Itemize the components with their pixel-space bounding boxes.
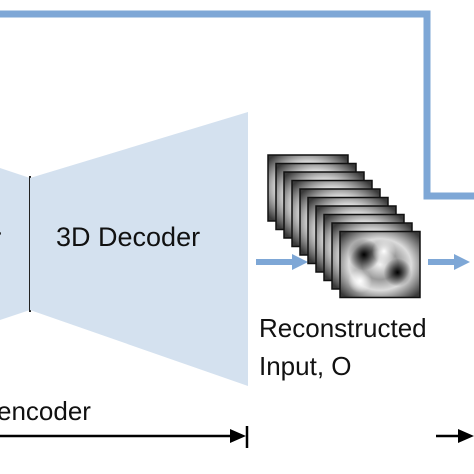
reconstructed-frame	[339, 230, 421, 299]
next-span-arrowhead	[458, 429, 474, 443]
encoder-block	[0, 168, 30, 320]
reconstructed-input-label-line1: Reconstructed	[259, 313, 427, 343]
reconstructed-frame-stack	[267, 154, 421, 299]
autoencoder-label: encoder	[0, 396, 91, 426]
encoder-label: r	[0, 222, 1, 254]
decoder-block	[30, 112, 248, 386]
autoencoder-span-arrowhead	[230, 429, 246, 443]
reconstruction-output-arrowhead	[454, 254, 470, 270]
reconstructed-input-label-line2: Input, O	[259, 351, 352, 381]
skip-connection-path	[0, 10, 474, 200]
decoder-output-arrowhead	[292, 254, 308, 270]
decoder-label: 3D Decoder	[56, 222, 201, 252]
